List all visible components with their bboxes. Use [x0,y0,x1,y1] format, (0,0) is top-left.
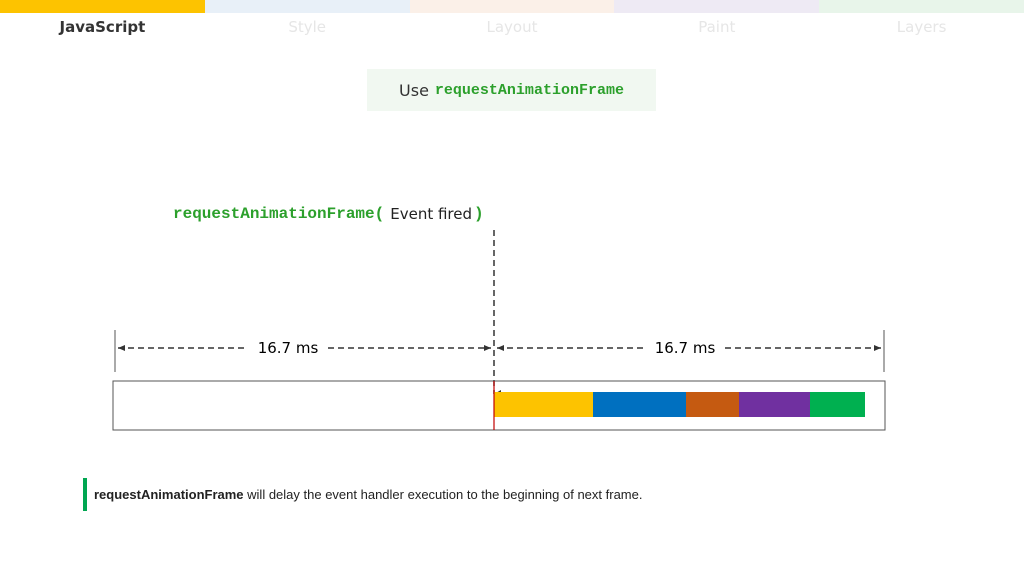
strip-segment-layout [409,0,615,13]
note-rest: will delay the event handler execution t… [243,487,643,502]
task-block-layers [810,392,865,417]
strip-segment-javascript [0,0,205,13]
tip-box: Use requestAnimationFrame [367,69,656,111]
task-block-paint [739,392,810,417]
event-fired-label: Event fired [390,205,473,223]
strip-segment-layers [819,0,1024,13]
tab-layers: Layers [896,18,947,36]
raf-call-open: requestAnimationFrame( [173,205,385,223]
frame-box [112,380,886,431]
tip-prefix: Use [399,80,429,100]
pipeline-color-strip [0,0,1024,13]
left-interval-label: 16.7 ms [258,339,319,357]
tab-layout: Layout [486,18,538,36]
note-accent-bar [83,478,87,511]
task-block-layout [686,392,739,417]
task-block-javascript [494,392,593,417]
note-text: requestAnimationFrame will delay the eve… [94,487,642,502]
tab-style: Style [288,18,327,36]
strip-segment-style [204,0,410,13]
task-block-style [593,392,686,417]
note-strong: requestAnimationFrame [94,487,244,502]
strip-segment-paint [614,0,820,13]
pipeline-tabs: JavaScript Style Layout Paint Layers [0,16,1024,38]
raf-call-close: ) [474,205,484,223]
right-interval-label: 16.7 ms [655,339,716,357]
raf-call-label: requestAnimationFrame( Event fired ) [173,203,484,225]
tab-javascript: JavaScript [59,18,146,36]
explanation-note: requestAnimationFrame will delay the eve… [83,478,642,511]
tip-code: requestAnimationFrame [434,81,624,99]
tab-paint: Paint [698,18,736,36]
